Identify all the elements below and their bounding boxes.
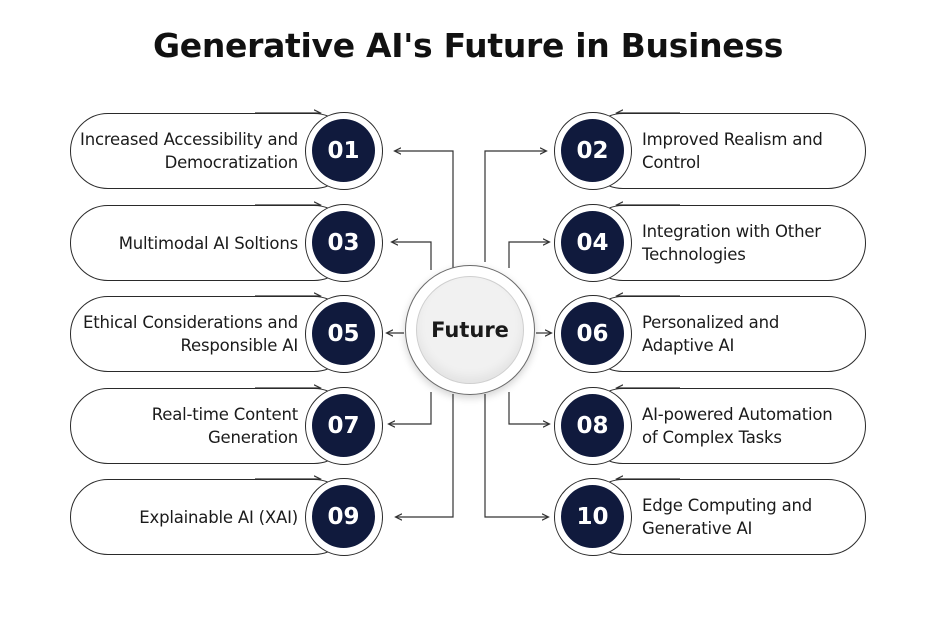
topic-card-04 — [585, 205, 866, 281]
topic-label-01: Increased Accessibility and Democratizat… — [80, 130, 298, 172]
number-badge-05: 05 — [312, 302, 375, 365]
page-title: Generative AI's Future in Business — [152, 26, 784, 65]
number-badge-ring-08: 08 — [554, 387, 632, 465]
topic-label-10: Edge Computing and Generative AI — [642, 496, 813, 538]
number-badge-ring-05: 05 — [305, 295, 383, 373]
number-badge-ring-01: 01 — [305, 112, 383, 190]
number-badge-07: 07 — [312, 394, 375, 457]
number-badge-08: 08 — [561, 394, 624, 457]
topic-card-02 — [585, 113, 866, 189]
topic-label-05: Ethical Considerations and Responsible A… — [82, 313, 298, 355]
number-badge-03: 03 — [312, 211, 375, 274]
topic-label-06: Personalized and Adaptive AI — [642, 313, 780, 355]
number-badge-ring-03: 03 — [305, 204, 383, 282]
connector-10 — [484, 394, 548, 517]
number-badge-09: 09 — [312, 485, 375, 548]
topic-label-04: Integration with Other Technologies — [642, 222, 821, 264]
number-badge-ring-06: 06 — [554, 295, 632, 373]
number-badge-ring-09: 09 — [305, 478, 383, 556]
connector-02 — [484, 151, 546, 262]
number-badge-ring-02: 02 — [554, 112, 632, 190]
connector-04 — [508, 242, 549, 268]
topic-label-07: Real-time Content Generation — [151, 405, 298, 447]
connector-03 — [392, 242, 432, 270]
topic-label-02: Improved Realism and Control — [642, 130, 823, 172]
connector-08 — [508, 392, 549, 424]
connector-07 — [389, 392, 432, 424]
future-hub: Future — [405, 265, 535, 395]
number-badge-04: 04 — [561, 211, 624, 274]
connector-01 — [395, 151, 454, 268]
topic-label-09: Explainable AI (XAI) — [139, 507, 298, 527]
connector-09 — [396, 394, 454, 517]
number-badge-02: 02 — [561, 119, 624, 182]
topic-label-03: Multimodal AI Soltions — [118, 233, 298, 253]
number-badge-01: 01 — [312, 119, 375, 182]
topic-label-08: AI-powered Automation of Complex Tasks — [642, 405, 833, 447]
number-badge-ring-10: 10 — [554, 478, 632, 556]
number-badge-ring-04: 04 — [554, 204, 632, 282]
number-badge-ring-07: 07 — [305, 387, 383, 465]
number-badge-10: 10 — [561, 485, 624, 548]
number-badge-06: 06 — [561, 302, 624, 365]
hub-label: Future — [416, 276, 524, 384]
